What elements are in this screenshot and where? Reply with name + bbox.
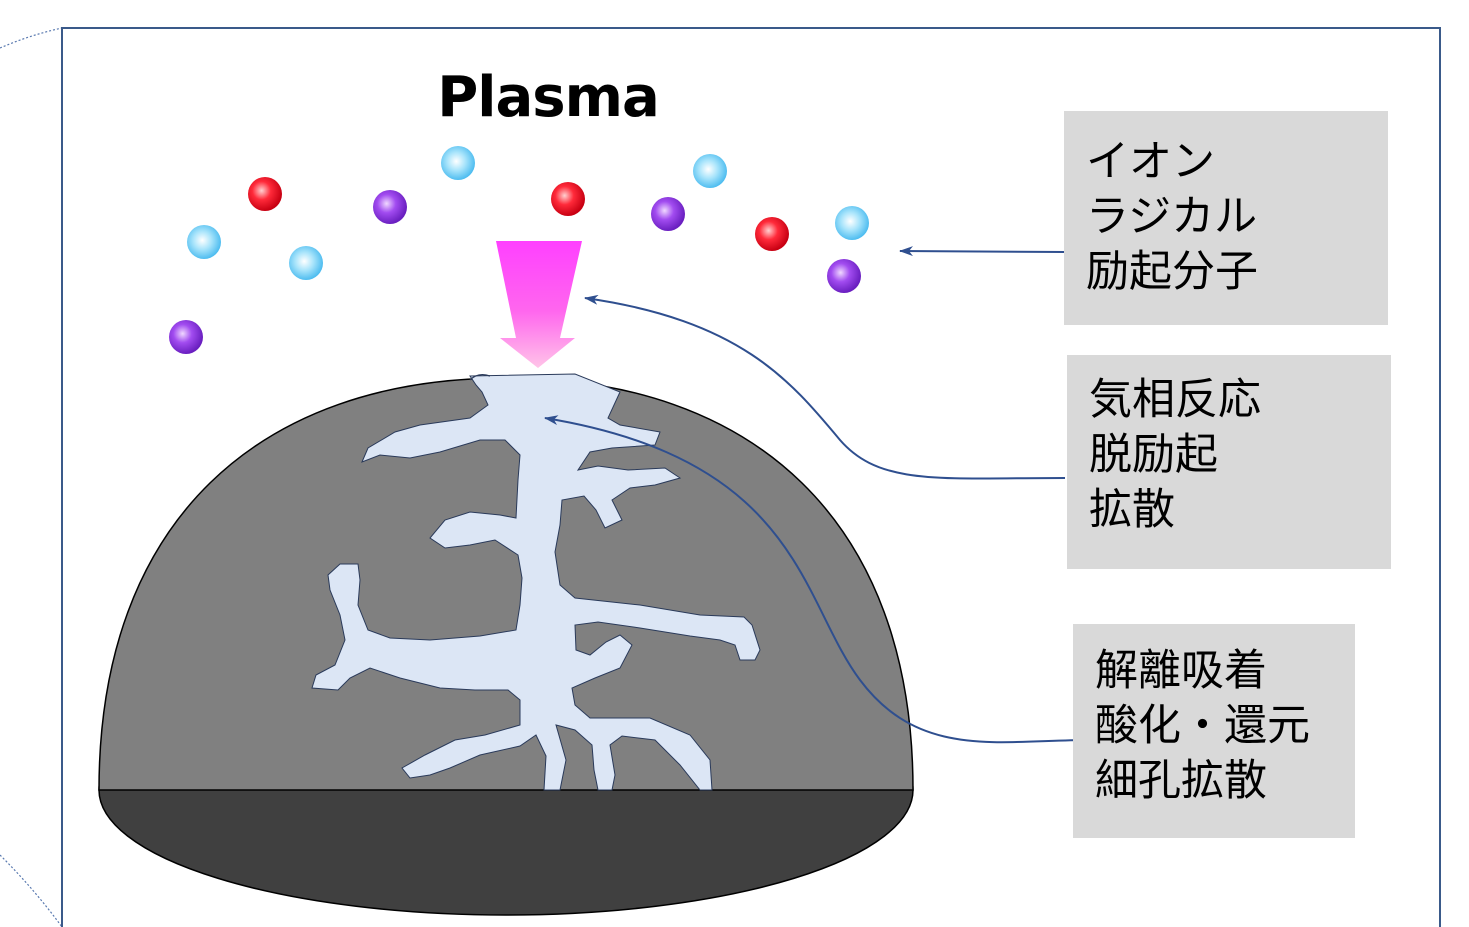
species-label-box: イオン ラジカル 励起分子 [1064, 111, 1388, 325]
ion-sphere [551, 182, 585, 216]
plasma-title: Plasma [437, 65, 659, 130]
radical-sphere [651, 197, 685, 231]
gas-phase-label-box: 気相反応 脱励起 拡散 [1067, 355, 1391, 569]
radical-sphere [169, 320, 203, 354]
gas-phase-line-3: 拡散 [1089, 483, 1391, 538]
species-line-excited: 励起分子 [1086, 245, 1388, 300]
radical-sphere [827, 259, 861, 293]
flux-arrow [496, 241, 582, 368]
dotted-edge-top [0, 28, 62, 48]
excited-sphere [835, 206, 869, 240]
gas-phase-line-1: 気相反応 [1089, 373, 1391, 428]
excited-sphere [289, 246, 323, 280]
surface-line-2: 酸化・還元 [1095, 699, 1355, 754]
gas-phase-line-2: 脱励起 [1089, 428, 1391, 483]
excited-sphere [441, 146, 475, 180]
species-line-ion: イオン [1086, 135, 1388, 190]
surface-line-1: 解離吸着 [1095, 644, 1355, 699]
surface-label-box: 解離吸着 酸化・還元 細孔拡散 [1073, 624, 1355, 838]
species-line-radical: ラジカル [1086, 190, 1388, 245]
surface-line-3: 細孔拡散 [1095, 754, 1355, 809]
dotted-edge-bottom [0, 855, 62, 927]
leader-line-species [900, 251, 1065, 252]
ion-sphere [755, 217, 789, 251]
excited-sphere [693, 154, 727, 188]
radical-sphere [373, 190, 407, 224]
ion-sphere [248, 177, 282, 211]
excited-sphere [187, 225, 221, 259]
